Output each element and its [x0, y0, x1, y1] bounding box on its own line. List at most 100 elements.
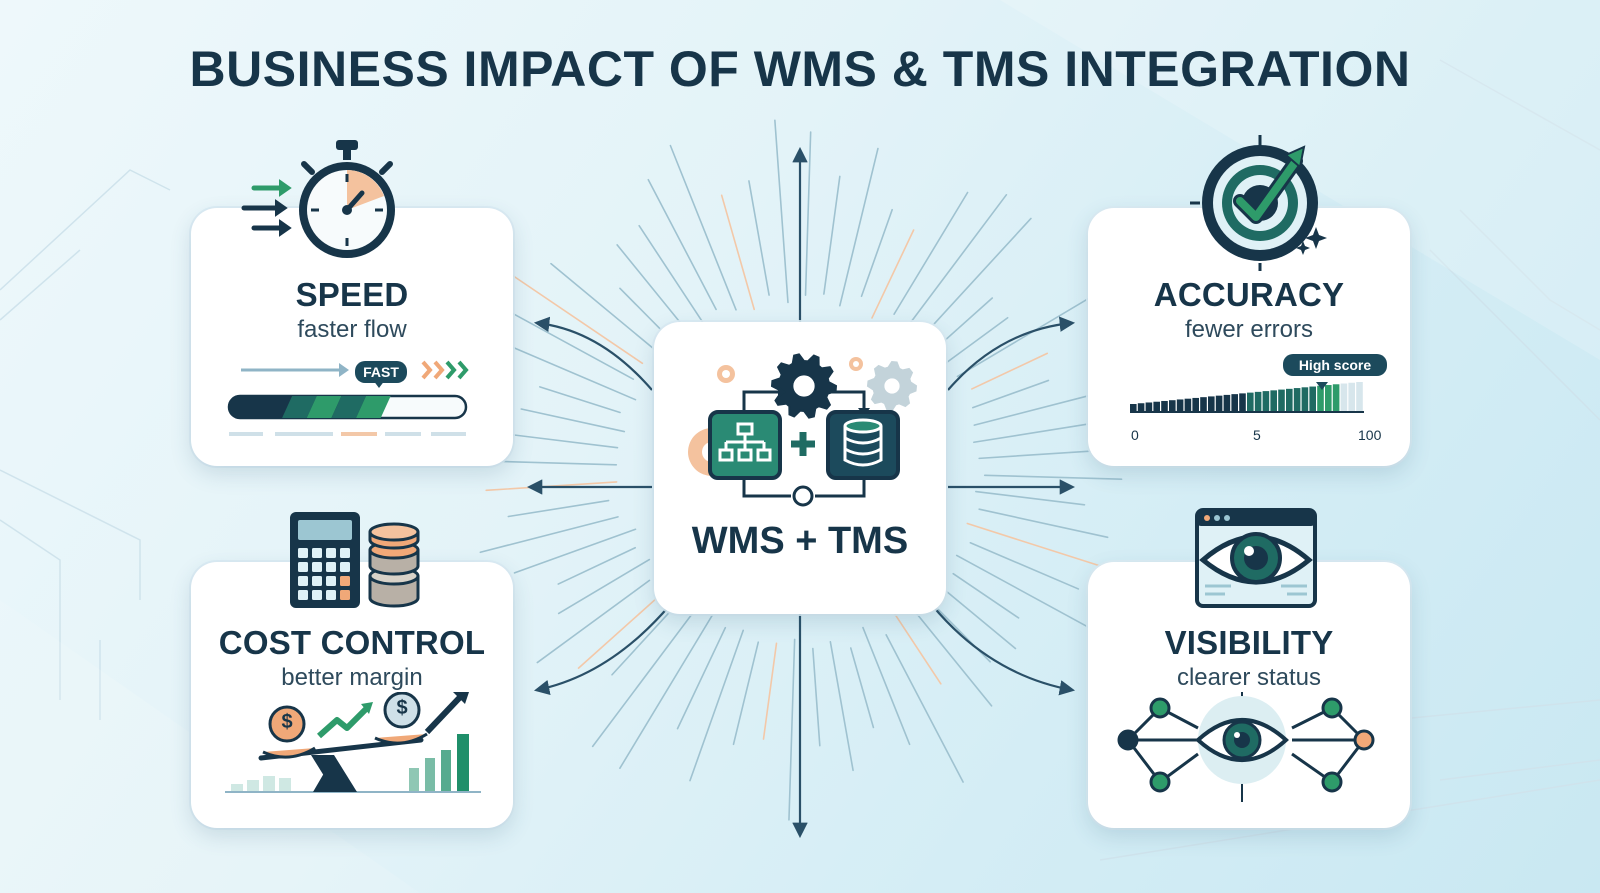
accuracy-meter-bar	[1356, 382, 1363, 412]
ray-line	[611, 601, 680, 676]
ray-line	[862, 626, 911, 746]
speed-fill-stripe	[306, 396, 342, 418]
status-network-illustration	[1117, 692, 1375, 802]
ray-line	[479, 516, 619, 554]
ray-line	[669, 144, 737, 311]
gear-hole	[881, 375, 903, 397]
calculator-key	[312, 576, 322, 586]
calculator-key	[340, 576, 350, 586]
ray-line	[823, 175, 841, 295]
integration-cycle-icon	[688, 353, 918, 507]
calculator-key	[298, 590, 308, 600]
accuracy-meter-bar	[1137, 403, 1145, 412]
stopwatch-icon	[241, 140, 395, 258]
accuracy-meter-bar	[1332, 384, 1340, 412]
accuracy-tick-5: 5	[1253, 427, 1261, 443]
accuracy-meter-bar	[1200, 397, 1207, 412]
eye-window-icon	[1195, 508, 1317, 608]
accuracy-meter-bar	[1278, 389, 1285, 412]
accuracy-meter-bar	[1161, 400, 1168, 412]
ray-line	[591, 608, 697, 748]
accuracy-meter-bar	[1145, 402, 1153, 412]
ray-line	[839, 147, 879, 307]
accuracy-meter-bar	[1254, 391, 1262, 412]
speed-sub: faster flow	[297, 316, 407, 343]
calculator-key	[298, 562, 308, 572]
ray-line	[536, 579, 651, 664]
ray-line	[969, 541, 1080, 590]
speed-label: SPEED	[295, 276, 409, 313]
visibility-label: VISIBILITY	[1164, 624, 1334, 661]
accuracy-meter-bar	[1270, 390, 1277, 412]
calculator-key	[298, 548, 308, 558]
arrow-up-right	[947, 316, 1076, 391]
accuracy-card: ACCURACY fewer errors High score 0 5 100	[1088, 208, 1410, 466]
ray-line	[849, 647, 875, 729]
calculator-key	[326, 590, 336, 600]
page-title: BUSINESS IMPACT OF WMS & TMS INTEGRATION	[189, 41, 1411, 97]
cost-label: COST CONTROL	[218, 624, 486, 661]
accuracy-meter-bar	[1153, 401, 1160, 412]
ray-line	[955, 554, 1101, 635]
ray-line	[952, 572, 1020, 619]
accuracy-tick-100: 100	[1358, 427, 1382, 443]
accuracy-meter-bar	[1262, 391, 1270, 412]
ray-line	[972, 379, 1050, 409]
ray-line	[732, 641, 760, 746]
calculator-key	[312, 562, 322, 572]
arrow-up-left	[533, 316, 653, 391]
ray-line	[513, 528, 637, 574]
ray-line	[619, 614, 713, 770]
ray-line	[520, 408, 626, 433]
margin-balance-illustration	[225, 692, 481, 793]
ray-line	[973, 391, 1104, 426]
calculator-key	[326, 562, 336, 572]
cost-sub: better margin	[281, 664, 423, 691]
accuracy-meter-bar	[1301, 387, 1309, 412]
accuracy-score-meter	[1130, 382, 1364, 413]
center-label: WMS + TMS	[691, 520, 909, 562]
fast-badge: FAST	[355, 361, 407, 383]
accuracy-meter-bar	[1208, 396, 1215, 412]
speed-progress-bar	[227, 360, 469, 436]
accuracy-tick-0: 0	[1131, 427, 1139, 443]
ray-line	[939, 316, 1009, 369]
gear-hole	[790, 372, 818, 400]
ray-line	[893, 191, 969, 315]
ray-line	[689, 629, 745, 782]
calculator-coins-icon	[290, 512, 420, 608]
accuracy-meter-bar	[1176, 399, 1184, 412]
calculator-key	[312, 548, 322, 558]
calculator-key	[326, 548, 336, 558]
ray-line	[893, 612, 942, 685]
arrow-down-right	[931, 604, 1076, 696]
ray-line	[978, 508, 1109, 539]
ray-line	[577, 591, 665, 669]
ray-line	[550, 262, 658, 353]
ray-line	[971, 352, 1049, 390]
ray-line	[912, 609, 993, 707]
ray-line	[885, 634, 964, 783]
ray-line	[978, 450, 1093, 460]
visibility-sub: clearer status	[1176, 664, 1322, 691]
speed-fill-stripe	[331, 396, 367, 418]
accuracy-meter-bar	[1293, 388, 1301, 412]
coin-symbol-left: $	[281, 711, 293, 733]
accuracy-meter-bar	[1286, 388, 1293, 412]
accuracy-meter-bar	[1309, 386, 1316, 412]
accuracy-meter-bar	[1247, 392, 1254, 412]
accuracy-meter-bar	[1192, 397, 1199, 412]
ray-line	[788, 638, 796, 821]
accuracy-meter-bar	[1325, 385, 1332, 412]
ray-line	[956, 292, 1099, 378]
ray-line	[720, 194, 756, 311]
ray-line	[774, 119, 789, 304]
accuracy-meter-bar	[1184, 398, 1192, 412]
calculator-key	[312, 590, 322, 600]
ray-line	[510, 273, 644, 365]
ray-line	[539, 386, 621, 414]
ray-line	[762, 642, 778, 740]
ray-line	[507, 499, 610, 518]
ray-line	[638, 224, 706, 327]
visibility-card: VISIBILITY clearer status	[1088, 562, 1410, 828]
